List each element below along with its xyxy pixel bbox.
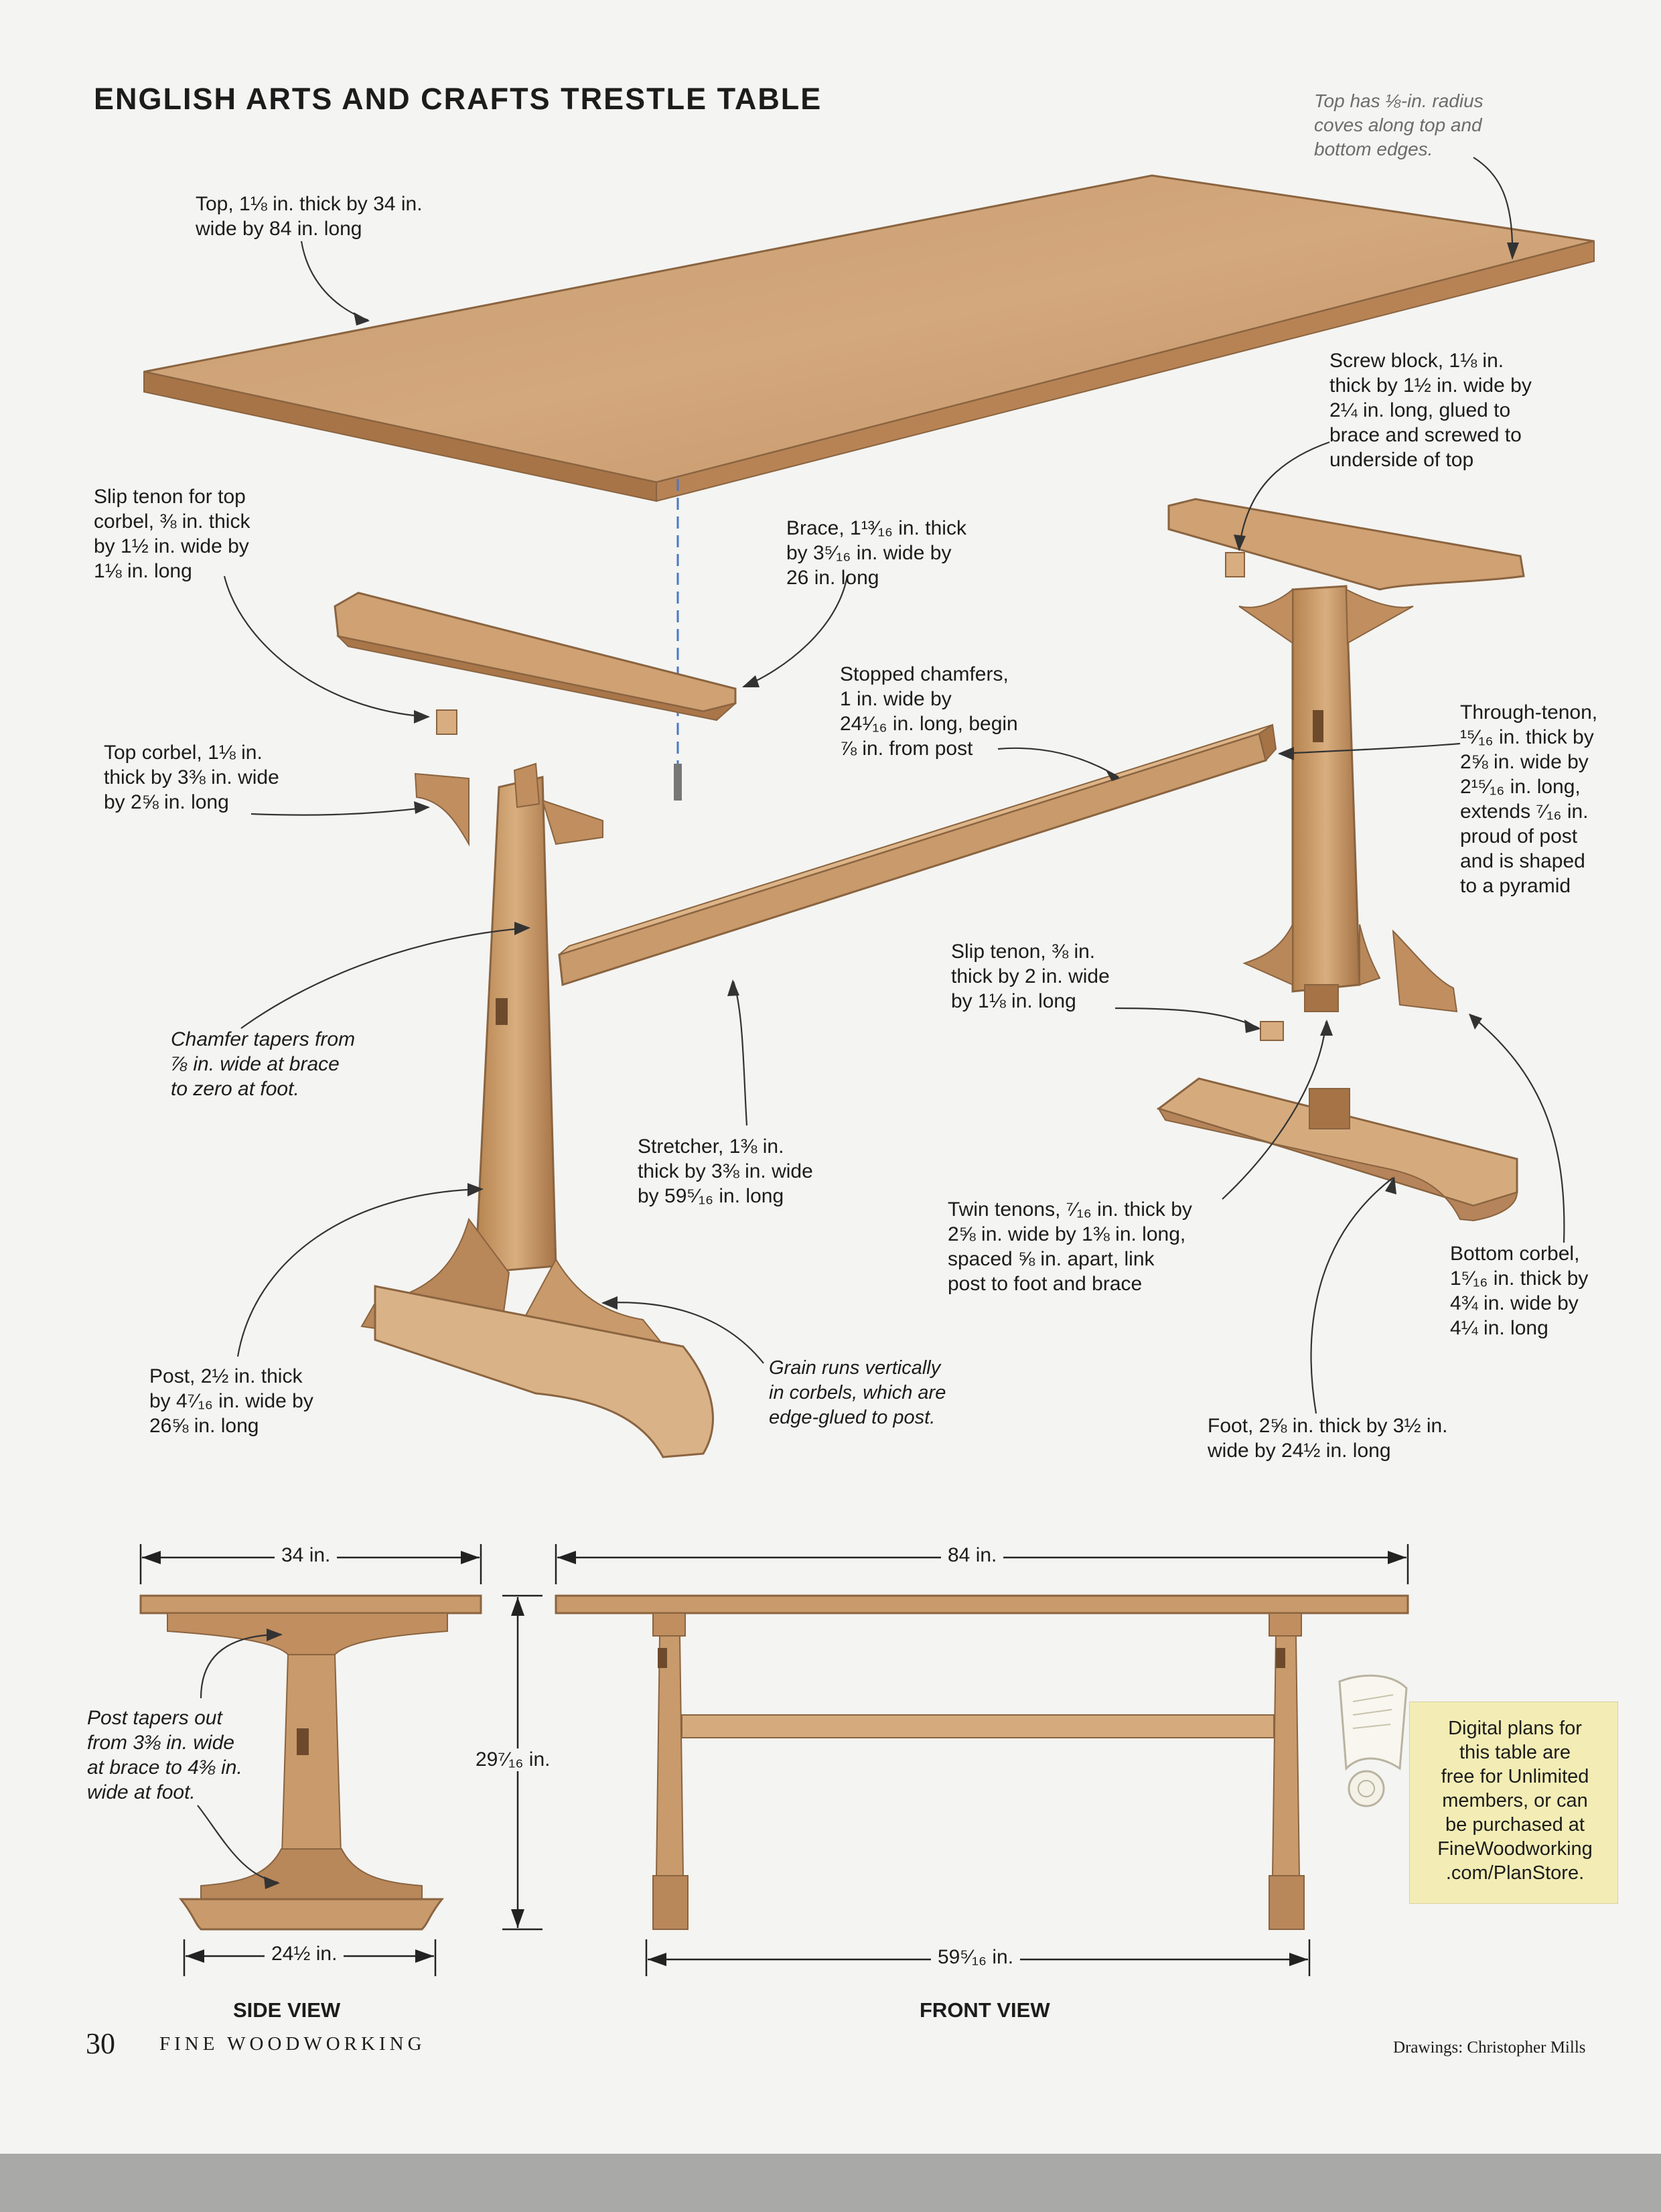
callout-slip-tenon-top: Slip tenon for top corbel, ⅜ in. thick b…	[94, 486, 250, 582]
callout-top-radius: Top has ⅛-in. radius coves along top and…	[1314, 90, 1484, 159]
callout-chamfer-tapers: Chamfer tapers from ⅞ in. wide at brace …	[171, 1028, 356, 1100]
leader-lines	[197, 157, 1565, 1884]
callout-foot: Foot, 2⅝ in. thick by 3½ in. wide by 24½…	[1208, 1415, 1448, 1462]
scan-edge	[0, 2154, 1661, 2212]
front-view-drawing	[555, 1594, 1409, 1930]
plans-scroll-icon	[1338, 1674, 1408, 1807]
front-view-label: FRONT VIEW	[920, 1998, 1050, 2022]
side-view-drawing	[139, 1594, 482, 1931]
callout-top-corbel: Top corbel, 1⅛ in. thick by 3⅜ in. wide …	[104, 742, 279, 813]
dimension-arrowheads	[142, 1551, 1406, 1966]
dim-stretcher-length: 59⁵⁄₁₆ in.	[931, 1946, 1021, 1969]
callout-stopped-chamfers: Stopped chamfers, 1 in. wide by 24¹⁄₁₆ i…	[840, 663, 1018, 760]
dim-side-width: 34 in.	[275, 1544, 338, 1567]
magazine-name: FINE WOODWORKING	[159, 2033, 426, 2055]
dim-height: 29⁷⁄₁₆ in.	[469, 1748, 557, 1771]
callout-brace: Brace, 1¹³⁄₁₆ in. thick by 3⁵⁄₁₆ in. wid…	[786, 517, 966, 589]
left-brace-drawing	[334, 592, 737, 721]
page-number: 30	[86, 2027, 115, 2060]
drawing-credit: Drawings: Christopher Mills	[1393, 2038, 1586, 2057]
callout-through-tenon: Through-tenon, ¹⁵⁄₁₆ in. thick by 2⅝ in.…	[1460, 701, 1598, 897]
callout-post-tapers: Post tapers out from 3⅜ in. wide at brac…	[87, 1707, 242, 1803]
leader-arrowheads	[264, 243, 1519, 1889]
callout-grain: Grain runs vertically in corbels, which …	[769, 1357, 946, 1428]
right-trestle-drawing	[1167, 498, 1525, 1012]
dim-foot-length: 24½ in.	[265, 1943, 344, 1965]
top-corbel-drawing	[414, 772, 470, 847]
right-foot-drawing	[1156, 1077, 1518, 1222]
side-view-label: SIDE VIEW	[233, 1998, 341, 2022]
page-title: ENGLISH ARTS AND CRAFTS TRESTLE TABLE	[94, 82, 822, 116]
callout-stretcher: Stretcher, 1⅜ in. thick by 3⅜ in. wide b…	[638, 1135, 813, 1207]
dim-length: 84 in.	[941, 1544, 1004, 1567]
callout-twin-tenons: Twin tenons, ⁷⁄₁₆ in. thick by 2⅝ in. wi…	[948, 1198, 1192, 1295]
stretcher-drawing	[558, 723, 1277, 986]
callout-bottom-corbel: Bottom corbel, 1⁵⁄₁₆ in. thick by 4¾ in.…	[1450, 1243, 1589, 1339]
callout-slip-tenon: Slip tenon, ⅜ in. thick by 2 in. wide by…	[951, 941, 1110, 1012]
left-trestle-drawing	[360, 762, 714, 1458]
callout-screw-block: Screw block, 1⅛ in. thick by 1½ in. wide…	[1329, 350, 1532, 471]
callout-top: Top, 1⅛ in. thick by 34 in. wide by 84 i…	[196, 193, 423, 240]
slip-tenon-top-drawing	[436, 709, 457, 735]
plans-note-box	[1409, 1702, 1618, 1904]
bottom-corbel-drawing	[1392, 929, 1458, 1013]
table-top-drawing	[143, 174, 1595, 502]
screw	[674, 764, 682, 801]
plans-note: Digital plans for this table are free fo…	[1437, 1718, 1593, 1884]
callout-post: Post, 2½ in. thick by 4⁷⁄₁₆ in. wide by …	[149, 1365, 313, 1437]
slip-tenon-drawing	[1260, 1021, 1284, 1041]
